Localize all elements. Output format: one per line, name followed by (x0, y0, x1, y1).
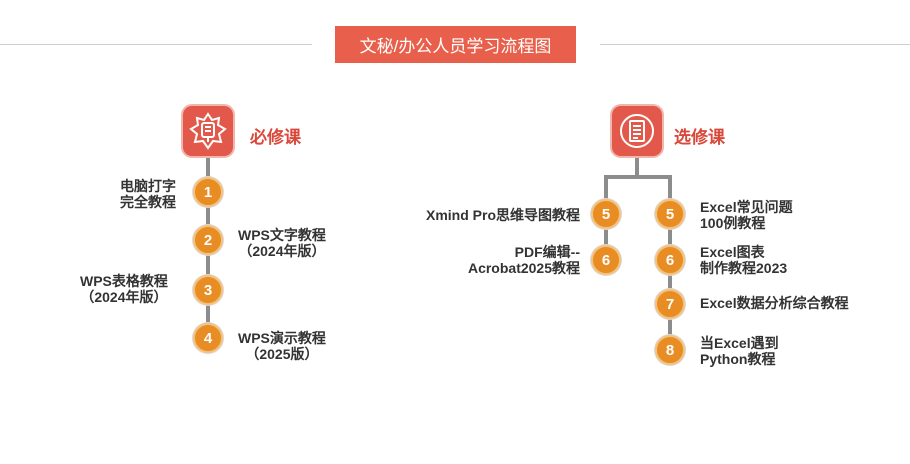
required-step-1-label: 电脑打字完全教程 (120, 178, 176, 210)
required-connector (206, 255, 210, 276)
required-step-4-label: WPS演示教程（2025版） (238, 330, 326, 362)
elective-right-branch-connector (668, 175, 672, 199)
elective-right-connector (668, 317, 672, 335)
required-step-4-badge: 4 (193, 323, 223, 353)
required-category-icon-box (183, 106, 233, 156)
elective-right-step-7-badge: 7 (655, 289, 685, 319)
elective-trunk-connector (635, 158, 639, 178)
elective-right-connector (668, 273, 672, 289)
elective-right-step-6-badge: 6 (655, 245, 685, 275)
elective-left-connector (604, 227, 608, 245)
elective-right-step-6-label: Excel图表制作教程2023 (700, 244, 788, 276)
elective-right-connector (668, 227, 672, 245)
required-connector (206, 206, 210, 226)
required-step-2-badge: 2 (193, 225, 223, 255)
elective-left-step-5-label: Xmind Pro思维导图教程 (425, 207, 580, 223)
elective-right-step-8-badge: 8 (655, 335, 685, 365)
required-category-label: 必修课 (250, 128, 301, 147)
elective-right-step-5-badge: 5 (655, 199, 685, 229)
required-step-3-badge: 3 (193, 275, 223, 305)
title-rule-right (600, 44, 910, 45)
elective-left-branch-connector (604, 175, 608, 199)
elective-right-step-7-label: Excel数据分析综合教程 (700, 295, 849, 311)
elective-branch-bar (604, 175, 672, 179)
elective-left-step-6-badge: 6 (591, 245, 621, 275)
elective-left-step-6-label: PDF编辑--Acrobat2025教程 (467, 244, 580, 276)
title-rule-left (0, 44, 312, 45)
document-list-icon (620, 114, 654, 148)
required-connector (206, 304, 210, 323)
required-step-1-badge: 1 (193, 177, 223, 207)
page-title: 文秘/办公人员学习流程图 (335, 26, 576, 63)
required-connector (206, 158, 210, 178)
elective-left-step-5-badge: 5 (591, 199, 621, 229)
required-step-3-label: WPS表格教程（2024年版） (80, 273, 168, 305)
elective-category-label: 选修课 (674, 128, 725, 147)
required-step-2-label: WPS文字教程（2024年版） (238, 227, 326, 259)
elective-category-icon-box (612, 106, 662, 156)
temple-shield-icon (189, 112, 227, 150)
